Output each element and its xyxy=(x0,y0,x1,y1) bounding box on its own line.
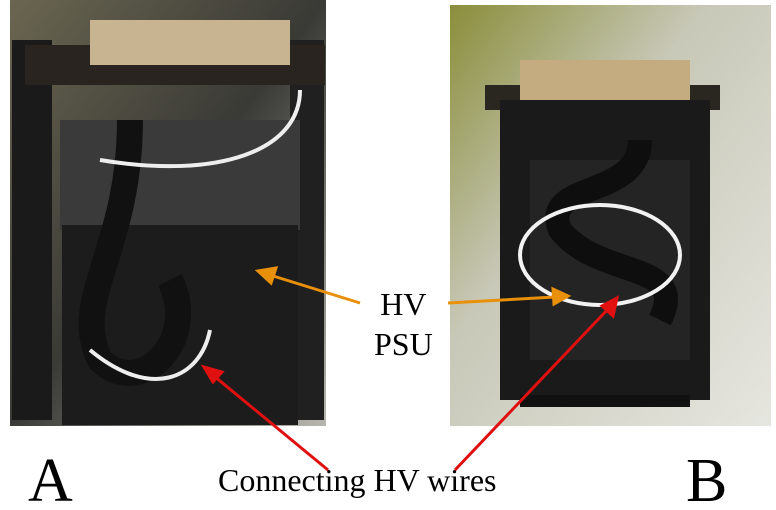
psu-arrow-b xyxy=(447,295,556,305)
hv-psu-label: HV PSU xyxy=(374,284,433,364)
wire-arrowhead-b xyxy=(599,295,620,319)
hv-psu-line1: HV xyxy=(380,286,427,322)
hv-psu-arrows xyxy=(254,266,572,307)
photo-panel-b xyxy=(450,5,771,426)
hv-psu-line2: PSU xyxy=(374,326,433,362)
panel-b-label: B xyxy=(686,447,728,510)
psu-arrowhead-a xyxy=(254,266,279,286)
wire-arrowhead-a xyxy=(200,364,225,385)
psu-arrow-a xyxy=(269,273,361,305)
wire-arrow-b xyxy=(453,306,611,472)
wire-arrow-a xyxy=(213,374,329,472)
panel-a-label: A xyxy=(28,447,73,510)
hv-wires-label: Connecting HV wires xyxy=(218,462,497,498)
psu-arrowhead-b xyxy=(551,286,572,307)
hv-wire-arrows xyxy=(200,295,620,472)
photo-panel-a xyxy=(10,0,326,426)
